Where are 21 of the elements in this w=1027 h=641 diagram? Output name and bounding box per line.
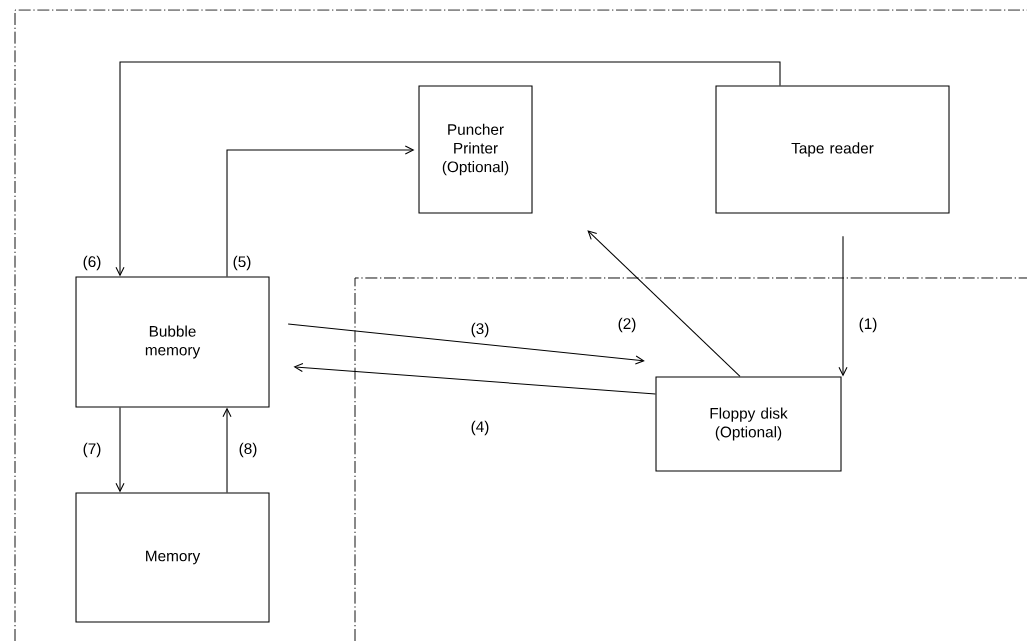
arrow — [226, 145, 415, 277]
arrow — [115, 407, 125, 493]
process-box: Memory — [75, 492, 270, 623]
edge-label: (7) — [81, 441, 103, 459]
edge-label: (5) — [231, 254, 253, 272]
arrow — [115, 61, 781, 277]
edge-label: (2) — [616, 316, 638, 334]
edge-label: (1) — [857, 316, 879, 334]
arrow — [293, 362, 656, 395]
process-box: Bubble memory — [75, 276, 270, 408]
process-box: Puncher Printer (Optional) — [418, 85, 533, 214]
arrow — [838, 235, 848, 377]
arrow — [287, 323, 645, 365]
edge-label: (4) — [469, 419, 491, 437]
edge-label: (8) — [237, 441, 259, 459]
edge-label: (6) — [81, 254, 103, 272]
process-box: Tape reader — [715, 85, 950, 214]
process-box: Floppy disk (Optional) — [655, 376, 842, 472]
edge-label: (3) — [469, 321, 491, 339]
arrow — [587, 230, 741, 377]
arrow — [222, 407, 232, 493]
